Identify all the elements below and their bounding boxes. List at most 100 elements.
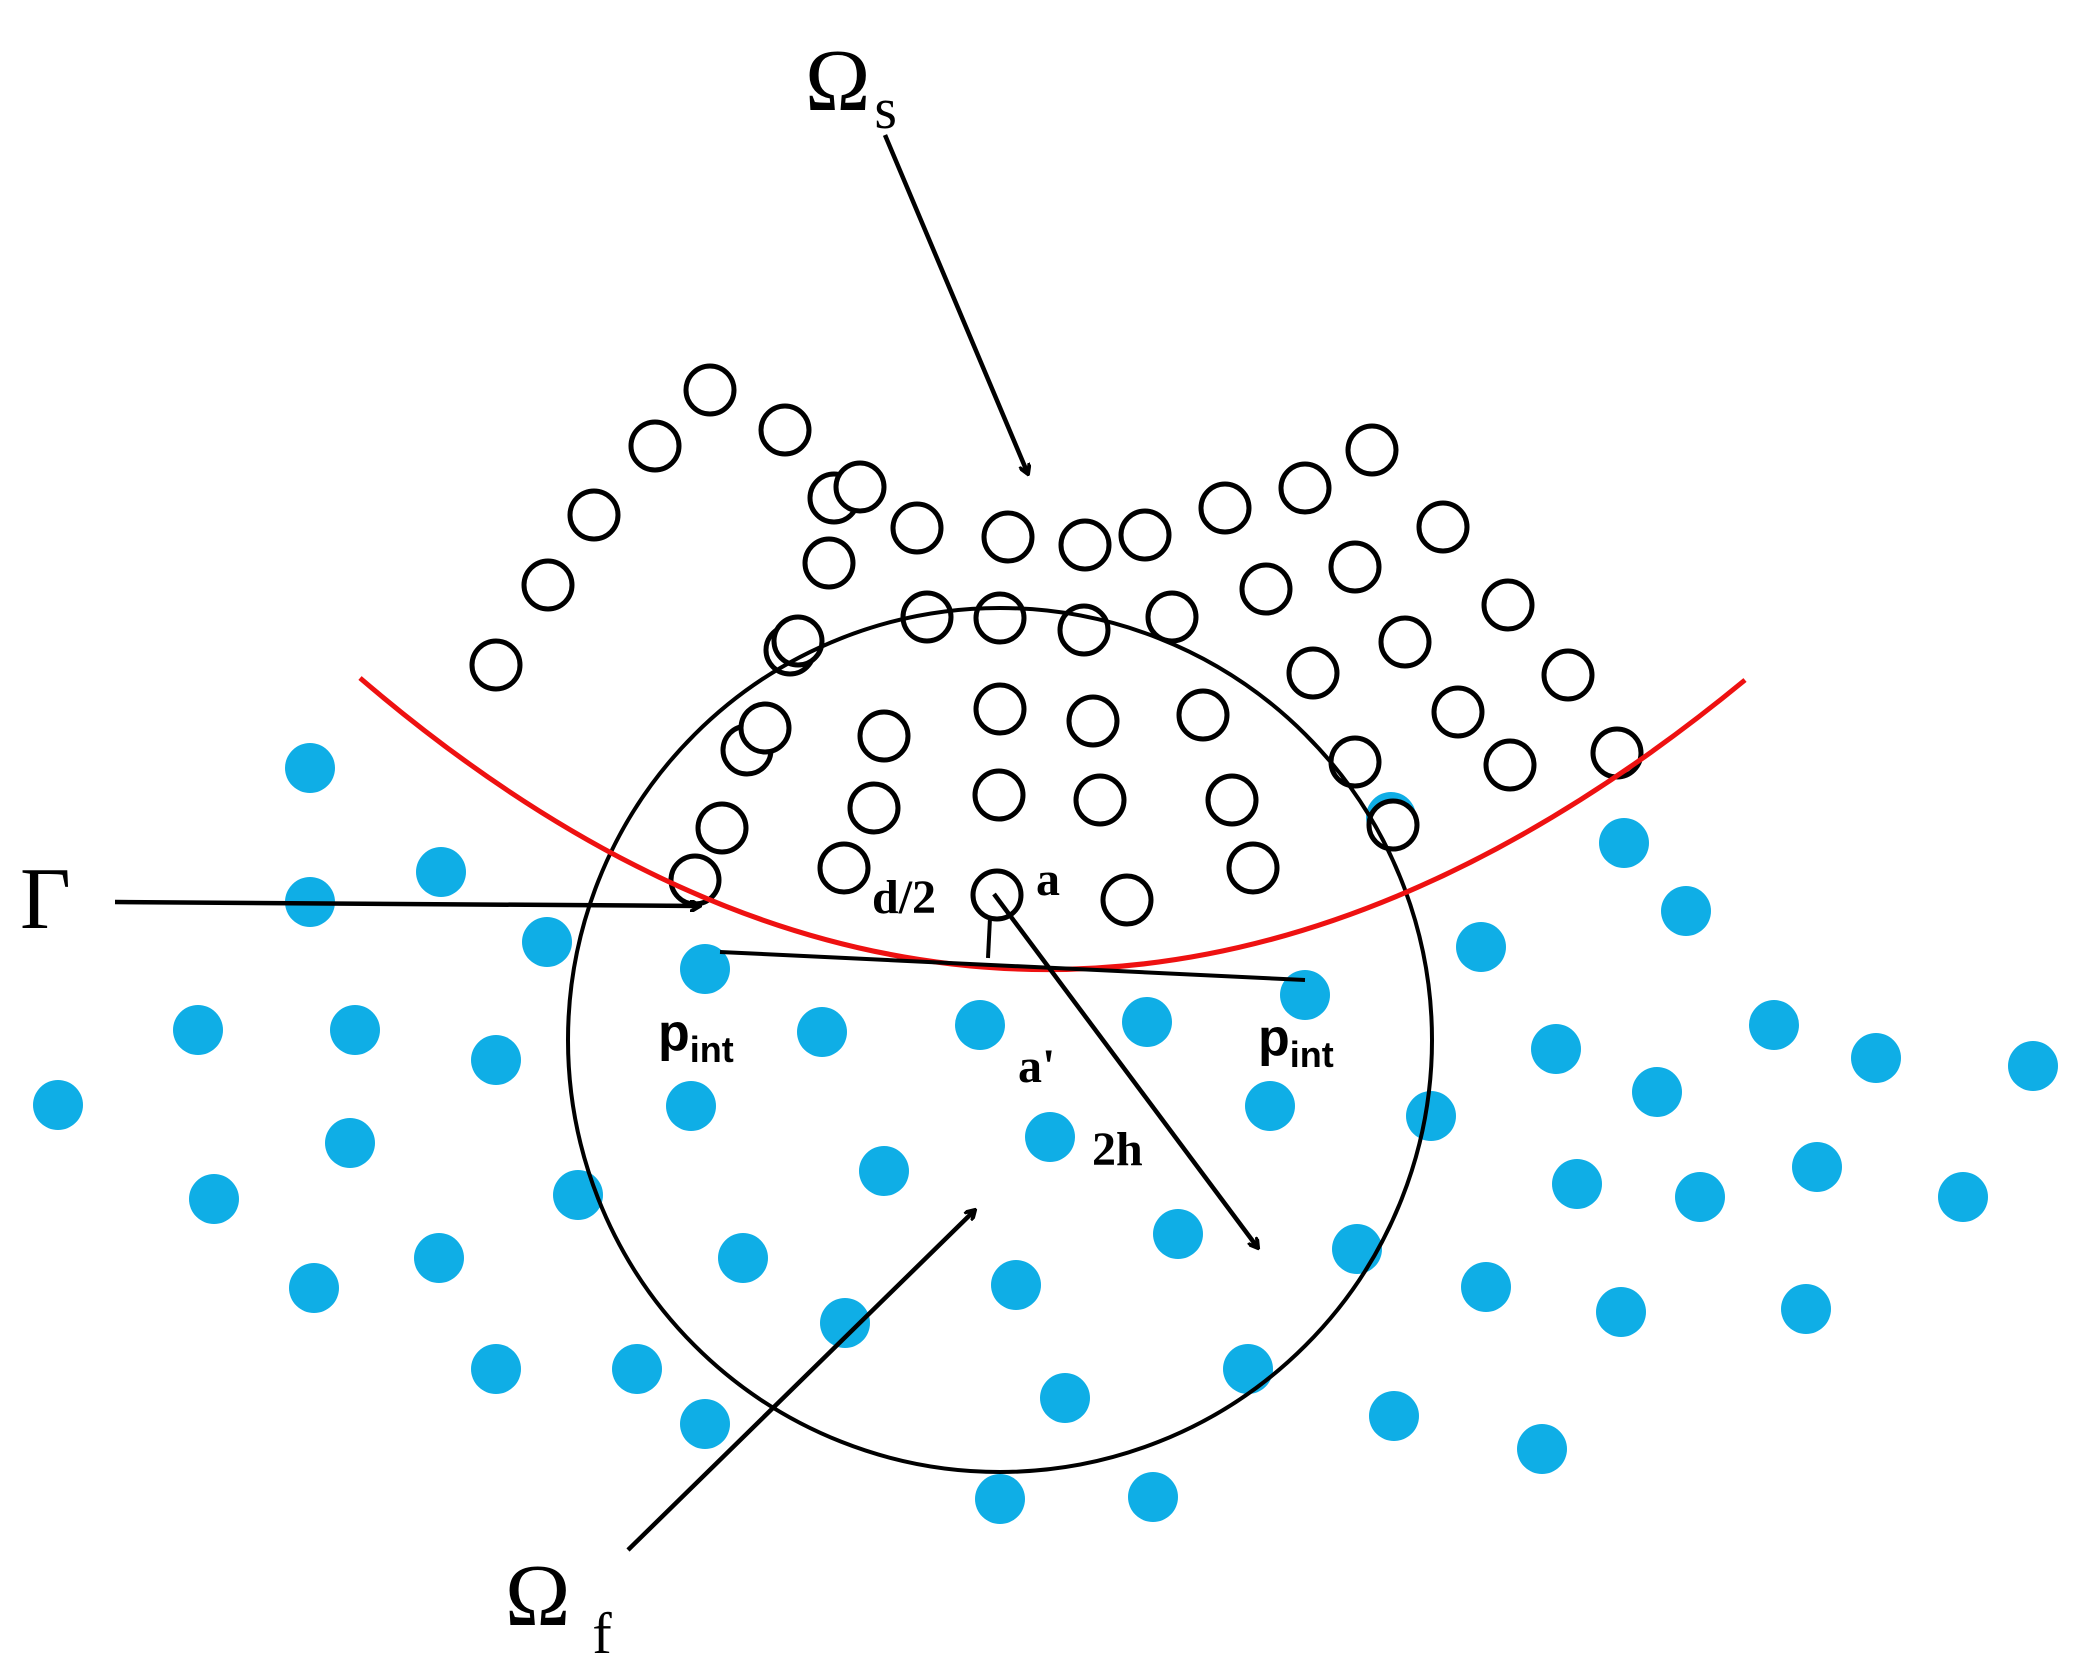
solid-particle xyxy=(469,638,523,692)
solid-particle xyxy=(1431,685,1485,739)
solid-particle xyxy=(1345,423,1399,477)
fluid-particle xyxy=(1792,1142,1842,1192)
fluid-particle xyxy=(1596,1287,1646,1337)
fluid-particle xyxy=(612,1344,662,1394)
solid-particle xyxy=(1278,461,1332,515)
fluid-particle xyxy=(1369,1391,1419,1441)
fluid-particle xyxy=(1461,1262,1511,1312)
fluid-particle xyxy=(1531,1024,1581,1074)
solid-particle xyxy=(1239,562,1293,616)
solid-particles xyxy=(469,363,1644,927)
solid-particle xyxy=(1100,873,1154,927)
a-prime-label: a' xyxy=(1018,1040,1055,1093)
solid-particle xyxy=(1226,841,1280,895)
omega-f-arrow xyxy=(626,1210,975,1552)
fluid-particle xyxy=(975,1474,1025,1524)
solid-particle xyxy=(847,781,901,835)
fluid-particle xyxy=(680,944,730,994)
d-half-label: d/2 xyxy=(872,871,936,924)
solid-particle xyxy=(1378,615,1432,669)
solid-particle xyxy=(817,841,871,895)
two-h-label: 2h xyxy=(1092,1123,1143,1176)
solid-particle xyxy=(1073,773,1127,827)
solid-particle xyxy=(1541,648,1595,702)
fluid-particle xyxy=(1749,1000,1799,1050)
solid-particle xyxy=(1483,738,1537,792)
fluid-particle xyxy=(1025,1112,1075,1162)
solid-particle xyxy=(1481,578,1535,632)
gamma-label: Γ xyxy=(20,851,71,948)
fluid-particle xyxy=(1245,1081,1295,1131)
fluid-particle xyxy=(2008,1041,2058,1091)
solid-particle xyxy=(973,591,1027,645)
solid-particle xyxy=(668,853,722,907)
fluid-particle xyxy=(797,1007,847,1057)
solid-particle xyxy=(1176,688,1230,742)
fluid-particle xyxy=(1223,1344,1273,1394)
fluid-particle xyxy=(471,1035,521,1085)
fluid-particle xyxy=(680,1399,730,1449)
p-int-left-label: pint xyxy=(658,1004,734,1070)
solid-particle xyxy=(695,801,749,855)
omega-s-label: Ωs xyxy=(805,33,897,141)
solid-particle xyxy=(1198,481,1252,535)
fluid-particle xyxy=(1552,1159,1602,1209)
omega-s-arrow xyxy=(882,134,1028,474)
fluid-particle xyxy=(1781,1284,1831,1334)
fluid-particle xyxy=(1599,818,1649,868)
fluid-particle xyxy=(1517,1424,1567,1474)
solid-particle xyxy=(521,558,575,612)
fluid-particle xyxy=(955,1000,1005,1050)
solid-particle xyxy=(628,419,682,473)
p-int-right-label: pint xyxy=(1258,1009,1334,1075)
fluid-particle xyxy=(820,1298,870,1348)
a-label: a xyxy=(1036,853,1060,906)
fluid-particle xyxy=(1406,1091,1456,1141)
kernel-support-circle xyxy=(566,606,1434,1474)
solid-particle xyxy=(683,363,737,417)
gamma-arrow xyxy=(114,899,700,906)
solid-particle xyxy=(758,403,812,457)
solid-particle xyxy=(972,768,1026,822)
fluid-particle xyxy=(1661,886,1711,936)
fluid-particle xyxy=(1122,997,1172,1047)
solid-particle xyxy=(1058,518,1112,572)
d-half-tick xyxy=(986,917,992,959)
fluid-particle xyxy=(1938,1172,1988,1222)
solid-particle xyxy=(890,501,944,555)
fluid-particle xyxy=(325,1118,375,1168)
fluid-particle xyxy=(666,1081,716,1131)
fluid-particle xyxy=(1128,1472,1178,1522)
solid-particle xyxy=(1286,646,1340,700)
fluid-particle xyxy=(1632,1067,1682,1117)
fluid-particle xyxy=(1332,1224,1382,1274)
fluid-particle xyxy=(33,1080,83,1130)
fluid-particle xyxy=(1851,1033,1901,1083)
solid-particle xyxy=(1145,590,1199,644)
solid-particle xyxy=(1118,508,1172,562)
solid-particle xyxy=(738,701,792,755)
solid-particle xyxy=(981,510,1035,564)
fluid-particle xyxy=(330,1005,380,1055)
solid-particle xyxy=(802,536,856,590)
fluid-particle xyxy=(522,917,572,967)
solid-particle xyxy=(833,460,887,514)
fluid-particle xyxy=(1153,1209,1203,1259)
fluid-particle xyxy=(173,1005,223,1055)
solid-particle xyxy=(857,709,911,763)
solid-particle xyxy=(567,488,621,542)
radius-2h-arrow xyxy=(992,892,1258,1248)
solid-particle xyxy=(1205,773,1259,827)
fluid-particle xyxy=(718,1233,768,1283)
fluid-particle xyxy=(1675,1172,1725,1222)
fluid-particle xyxy=(1456,922,1506,972)
p-int-connecting-line xyxy=(719,950,1306,982)
fluid-particle xyxy=(1280,970,1330,1020)
solid-particle xyxy=(1590,726,1644,780)
solid-particle xyxy=(973,682,1027,736)
fluid-particle xyxy=(471,1344,521,1394)
fluid-particle xyxy=(189,1174,239,1224)
solid-particle xyxy=(1066,694,1120,748)
